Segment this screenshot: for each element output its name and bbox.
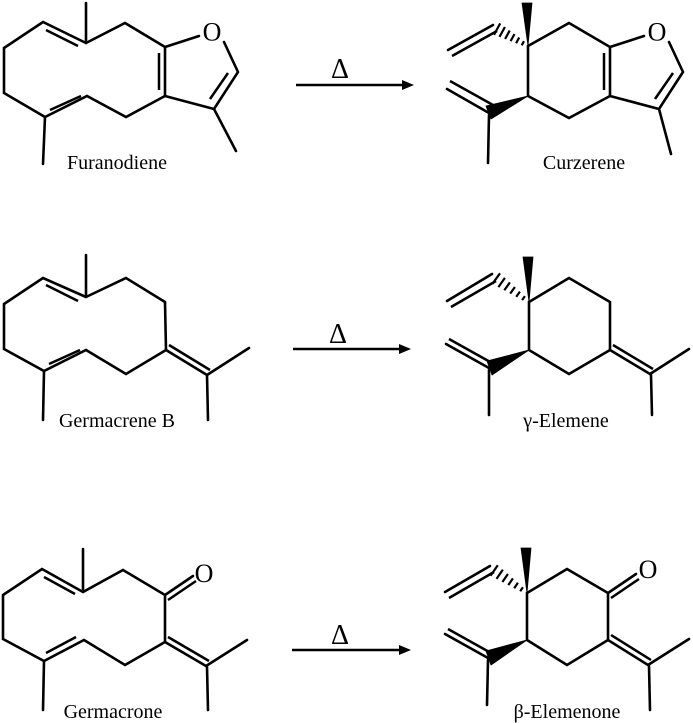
molecule-name-germacrene-b: Germacrene B (59, 410, 175, 432)
skeleton-bonds (443, 564, 691, 712)
hash-wedge-vinyl (491, 272, 526, 301)
oxygen-atom-label: O (195, 559, 214, 588)
double-bond-inner-lines (45, 28, 230, 112)
hash-tick (520, 40, 525, 46)
skeleton-bonds (1, 547, 249, 712)
molecule-furanodiene: O Furanodiene (2, 1, 240, 174)
skeleton-bonds (2, 1, 240, 166)
hash-tick (489, 564, 499, 577)
hash-tick (509, 286, 516, 295)
double-bond-inner-lines (448, 279, 654, 371)
hash-tick (497, 277, 506, 288)
hash-tick (519, 586, 524, 592)
delta-condition-label: Δ (329, 319, 347, 350)
wedge-bond-isopropenyl (486, 349, 530, 376)
hash-tick (491, 272, 501, 285)
hash-tick (513, 582, 519, 589)
molecule-germacrone: O Germacrone (1, 547, 249, 723)
reaction-arrow-2: Δ (293, 319, 411, 354)
oxygen-atom-label: O (203, 18, 222, 47)
molecule-name-curzerene: Curzerene (543, 152, 625, 174)
hash-tick (521, 295, 526, 301)
delta-condition-label: Δ (331, 54, 349, 85)
reaction-arrow-3: Δ (292, 620, 411, 655)
hash-wedge-vinyl (489, 564, 524, 592)
molecule-gamma-elemene: γ-Elemene (444, 256, 691, 432)
hash-wedge-vinyl (493, 22, 525, 46)
molecule-name-germacrone: Germacrone (64, 701, 163, 723)
molecule-curzerene: O Curzerene (445, 2, 685, 174)
hash-tick (515, 290, 521, 298)
wedge-bond-methyl (522, 256, 534, 303)
skeleton-bonds (444, 272, 691, 417)
double-bond-inner-lines (45, 283, 211, 372)
oxygen-atom-label: O (639, 555, 658, 584)
arrow-head (399, 344, 411, 354)
hash-tick (509, 33, 516, 42)
delta-condition-label: Δ (331, 620, 349, 651)
molecule-name-furanodiene: Furanodiene (67, 152, 167, 174)
wedge-bond-methyl (520, 547, 532, 594)
hash-tick (495, 568, 504, 580)
hash-tick (507, 577, 514, 586)
wedge-bond-methyl (521, 2, 533, 47)
wedge-bond-isopropenyl (485, 95, 529, 120)
double-bond-inner-lines (447, 570, 652, 662)
arrow-head (399, 645, 411, 655)
hash-tick (515, 36, 521, 44)
skeleton-bonds (2, 253, 251, 422)
arrow-head (402, 80, 414, 90)
molecule-name-gamma-elemene: γ-Elemene (522, 410, 609, 432)
skeleton-bonds (445, 21, 685, 165)
hash-tick (503, 281, 511, 291)
wedge-bond-isopropenyl (485, 639, 528, 666)
double-bond-inner-lines (43, 575, 210, 663)
hash-tick (493, 22, 502, 36)
molecule-name-beta-elemenone: β-Elemenone (514, 701, 621, 723)
hash-tick (501, 573, 509, 583)
oxygen-atom-label: O (648, 18, 667, 47)
reaction-arrow-1: Δ (296, 54, 414, 90)
molecule-germacrene-b: Germacrene B (2, 253, 251, 432)
molecule-beta-elemenone: O β-Elemenone (443, 547, 691, 723)
double-bond-inner-lines (449, 29, 675, 107)
hash-tick (498, 26, 506, 38)
hash-tick (504, 29, 511, 40)
